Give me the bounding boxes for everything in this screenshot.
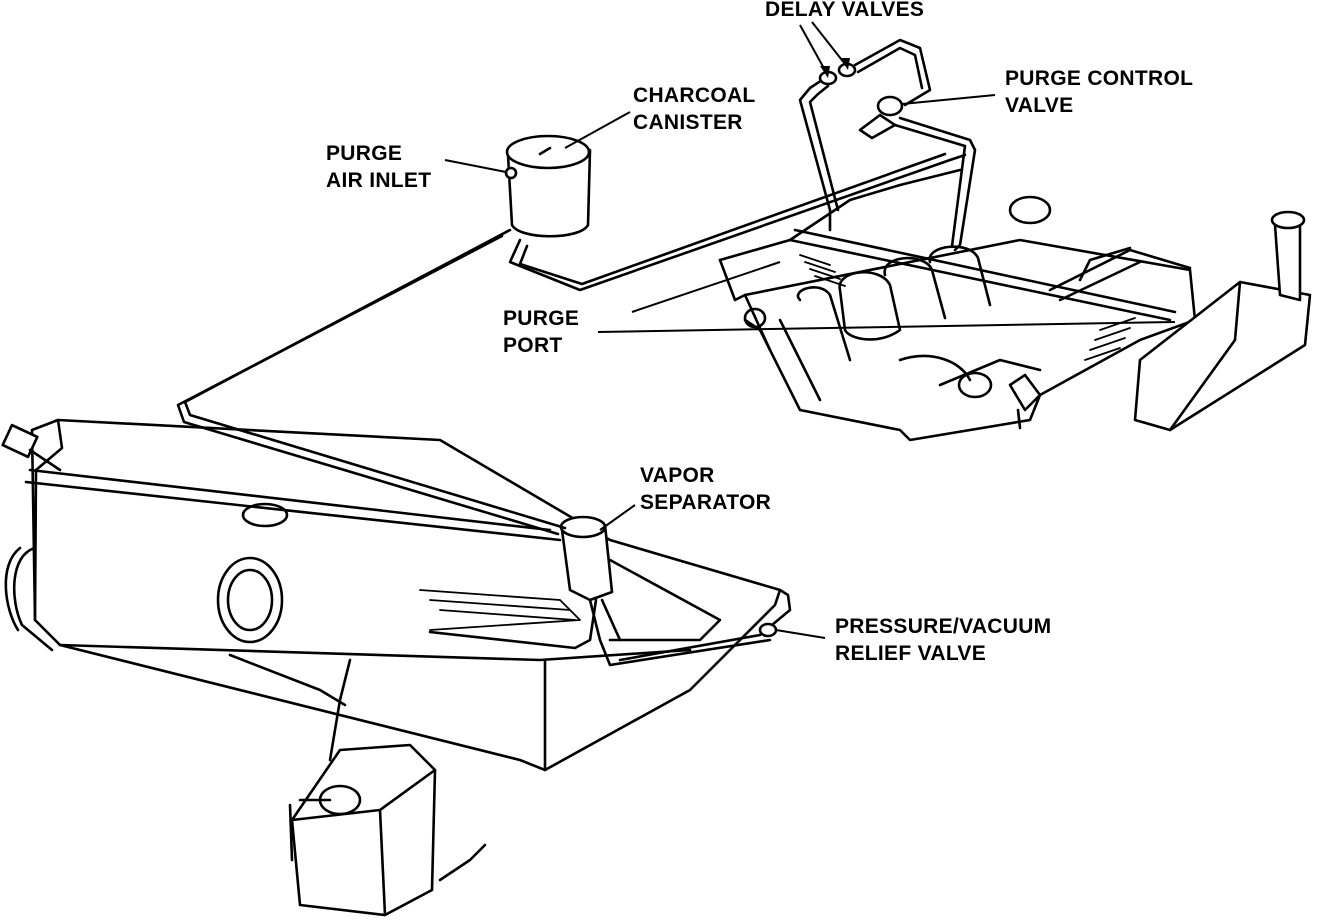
label-purge-air-inlet: PURGE AIR INLET xyxy=(326,140,431,194)
filler-neck xyxy=(1,423,62,472)
label-purge-air-inlet-line1: PURGE xyxy=(326,142,403,165)
purge-line-canister-to-engine xyxy=(508,153,967,292)
fill-hose xyxy=(12,546,54,652)
vapor-separator xyxy=(428,515,772,667)
label-vapor-separator-line1: VAPOR xyxy=(640,464,715,487)
label-charcoal-canister-line1: CHARCOAL xyxy=(633,84,756,107)
label-purge-control-valve-line1: PURGE CONTROL xyxy=(1005,67,1194,90)
label-delay-valves: DELAY VALVES xyxy=(765,0,925,21)
pressure-vacuum-relief-valve xyxy=(618,588,792,662)
label-charcoal-canister-line2: CANISTER xyxy=(633,111,743,134)
label-pressure-vacuum-relief-valve-line1: PRESSURE/VACUUM xyxy=(835,615,1052,638)
engine-intake-manifold xyxy=(718,168,1197,442)
air-cleaner-duct xyxy=(1133,210,1312,432)
label-purge-control-valve-line2: VALVE xyxy=(1005,94,1074,117)
label-vapor-separator-line2: SEPARATOR xyxy=(640,491,772,514)
fuel-tank xyxy=(24,418,782,772)
purge-control-valve xyxy=(858,95,977,252)
delay-valves xyxy=(798,38,932,232)
label-purge-control-valve: PURGE CONTROL VALVE xyxy=(1005,65,1193,119)
label-purge-air-inlet-line2: AIR INLET xyxy=(326,169,432,192)
leader-lines xyxy=(444,21,1176,639)
label-vapor-separator: VAPOR SEPARATOR xyxy=(640,462,771,516)
label-pressure-vacuum-relief-valve-line2: RELIEF VALVE xyxy=(835,642,986,665)
fuel-reservoir xyxy=(228,653,487,917)
label-purge-port-line2: PORT xyxy=(503,334,563,357)
label-purge-port-line1: PURGE xyxy=(503,307,580,330)
label-pressure-vacuum-relief-valve: PRESSURE/VACUUM RELIEF VALVE xyxy=(835,613,1051,667)
charcoal-canister xyxy=(504,134,592,238)
label-purge-port: PURGE PORT xyxy=(503,305,579,359)
label-charcoal-canister: CHARCOAL CANISTER xyxy=(633,82,756,136)
